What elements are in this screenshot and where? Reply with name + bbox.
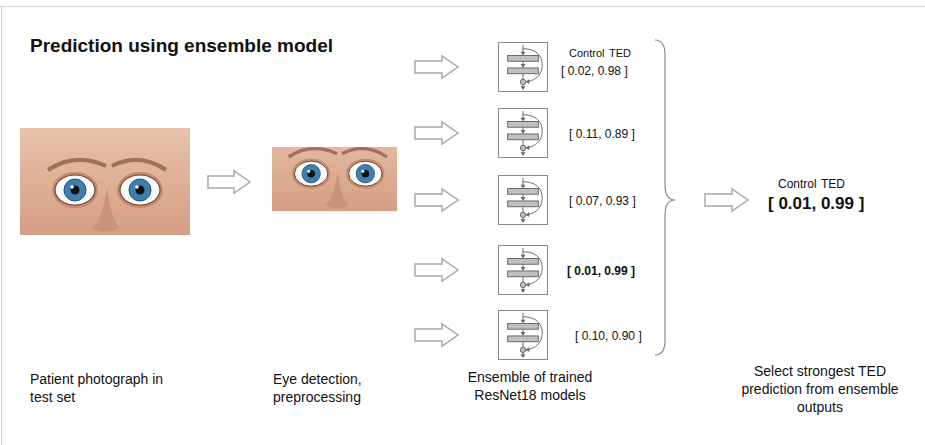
residual-block-icon [499,246,547,294]
residual-block-icon [508,313,543,358]
resnet-model-box: [ 0.07, 0.93 ] [498,175,548,225]
probability-pair: [ 0.02, 0.98 ] [561,64,628,78]
probability-pair: [ 0.10, 0.90 ] [575,329,642,343]
residual-block-icon [499,176,547,224]
column-header: TED [821,177,845,193]
column-header: Control [569,47,604,59]
resnet-model-box: [ 0.11, 0.89 ] [498,108,548,158]
flow-arrow [415,122,458,144]
diagram-title: Prediction using ensemble model [30,35,333,57]
resnet-model-box: [ 0.01, 0.99 ] [498,245,548,295]
residual-block-icon [499,109,547,157]
residual-block-icon [499,311,547,359]
stage-caption: Patient photograph in test set [30,370,165,406]
residual-block-icon [508,178,543,223]
residual-block-icon [508,111,543,156]
probability-pair: [ 0.07, 0.93 ] [569,194,636,208]
probability-pair: [ 0.01, 0.99 ] [567,264,635,278]
flow-arrow [415,259,458,281]
resnet-model-box: ControlTED[ 0.02, 0.98 ] [498,42,548,92]
residual-block-icon [508,248,543,293]
flow-arrow [415,324,458,346]
frame-line [1,6,2,445]
patient-photo [20,128,190,235]
flow-arrow [705,189,748,211]
column-header: Control [778,177,817,193]
stage-caption: Ensemble of trained ResNet18 models [455,368,605,404]
stage-caption: Select strongest TED prediction from ens… [740,362,900,417]
flow-arrow [415,56,458,78]
resnet-model-box: [ 0.10, 0.90 ] [498,310,548,360]
residual-block-icon [499,43,547,91]
stage-caption: Eye detection, preprocessing [273,370,393,406]
probability-pair: [ 0.11, 0.89 ] [569,127,635,141]
column-header: TED [609,47,631,59]
final-prediction: [ 0.01, 0.99 ] [768,193,864,215]
frame-line [0,6,925,7]
flow-arrow [208,171,250,193]
cropped-eyes [265,122,407,211]
curly-brace [655,40,675,355]
residual-block-icon [508,45,543,90]
flow-arrow [415,189,458,211]
